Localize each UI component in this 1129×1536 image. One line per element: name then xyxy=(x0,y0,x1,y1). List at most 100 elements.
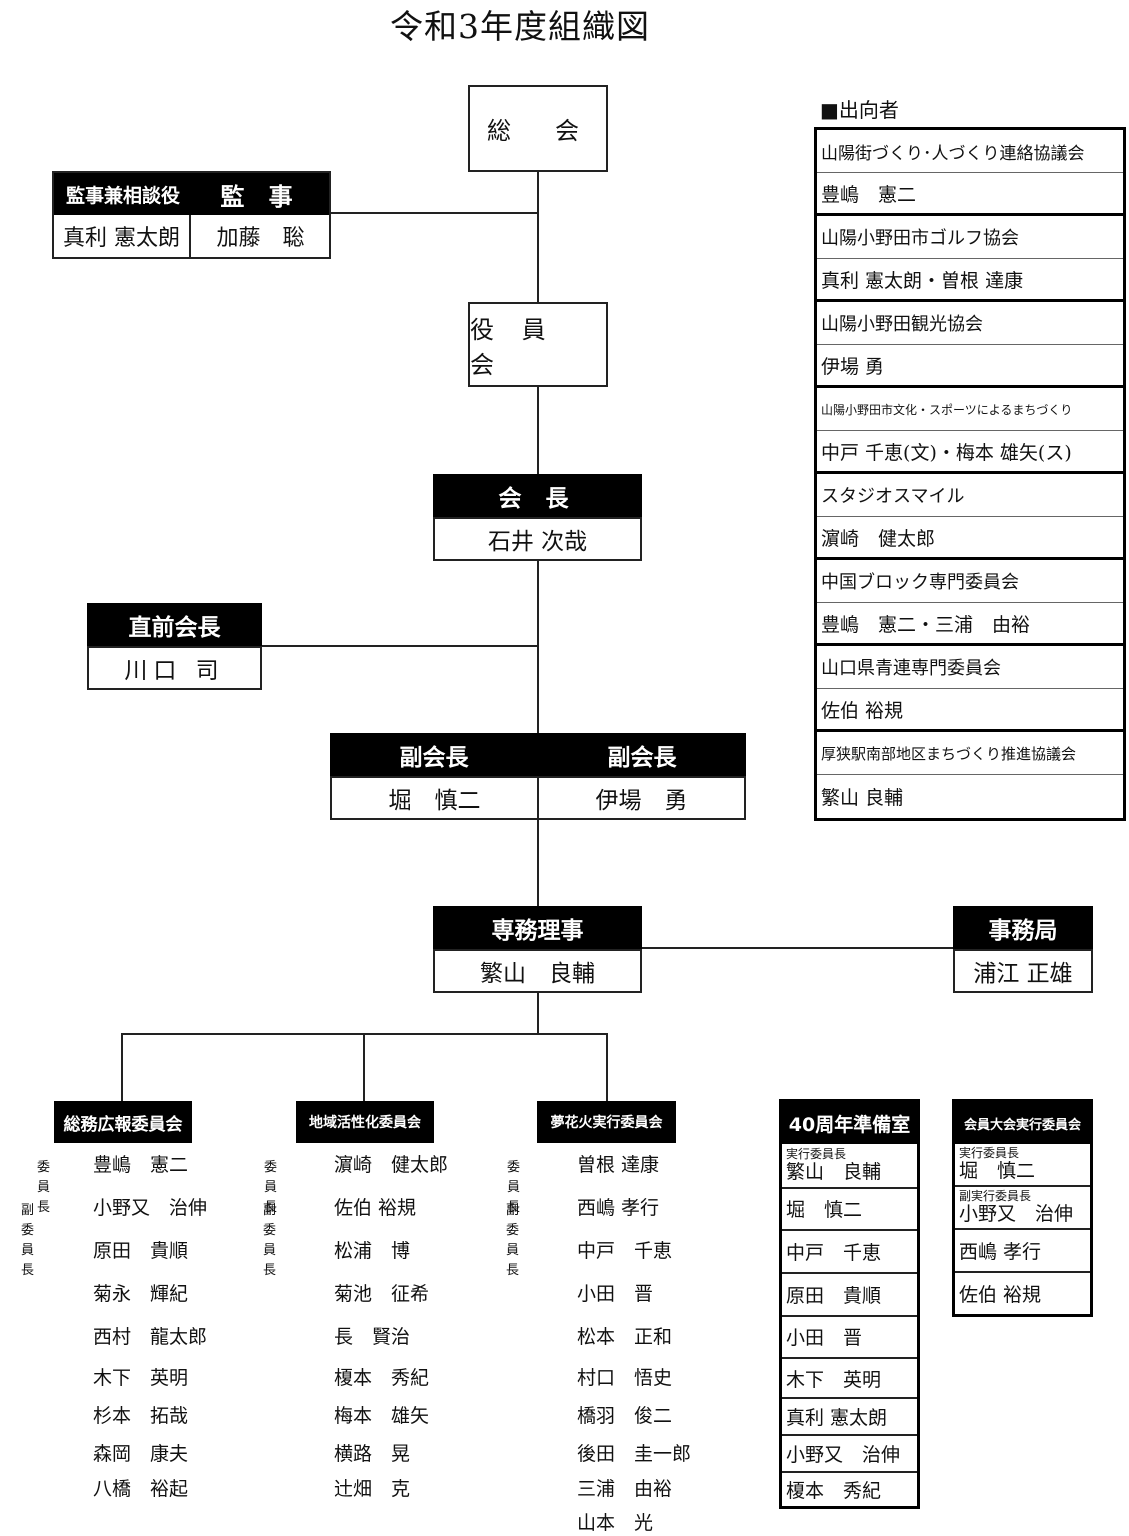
member-name: 山本 光 xyxy=(577,1512,654,1534)
member-name: 後田 圭一郎 xyxy=(577,1443,692,1465)
executive-director-name: 繁山 良輔 xyxy=(433,949,642,993)
dispatch-table: 山陽街づくり･人づくり連絡協議会 豊嶋 憲二 山陽小野田市ゴルフ協会 真利 憲太… xyxy=(814,127,1126,821)
dispatch-org: 山口県青連専門委員会 xyxy=(817,646,1123,689)
chair-name: 豊嶋 憲二 xyxy=(93,1154,189,1176)
member-name: 菊池 征希 xyxy=(334,1283,430,1305)
member-name: 木下 英明 xyxy=(93,1367,189,1389)
connector-line xyxy=(121,1033,123,1101)
member-name: 八橋 裕起 xyxy=(93,1478,189,1500)
vice-president-label: 副会長 xyxy=(330,733,538,776)
dispatch-org: スタジオスマイル xyxy=(817,474,1123,517)
connector-line xyxy=(330,212,538,214)
connector-line xyxy=(537,560,539,734)
past-president-label: 直前会長 xyxy=(87,603,262,646)
dispatch-org: 厚狭駅南部地区まちづくり推進協議会 xyxy=(817,732,1123,775)
vice-role: 副実行委員長 xyxy=(959,1189,1032,1203)
convention-chair-cell: 実行委員長 堀 慎二 xyxy=(955,1144,1090,1187)
dispatch-names: 佐伯 裕規 xyxy=(817,689,1123,732)
anniversary-box: 40周年準備室 実行委員長 繁山 良輔 堀 慎二 中戸 千恵 原田 貴順 小田 … xyxy=(779,1099,920,1509)
connector-line xyxy=(537,818,539,906)
chair-role: 実行委員長 xyxy=(959,1146,1020,1160)
secretariat-name: 浦江 正雄 xyxy=(953,949,1093,993)
chair-name: 曽根 達康 xyxy=(577,1154,660,1176)
member-name: 橋羽 俊二 xyxy=(577,1405,673,1427)
member-name: 佐伯 裕規 xyxy=(959,1284,1042,1306)
auditor-name: 加藤 聡 xyxy=(216,226,305,251)
dispatch-names: 濵崎 健太郎 xyxy=(817,517,1123,560)
member-name: 長 賢治 xyxy=(334,1326,411,1348)
member-name: 松本 正和 xyxy=(577,1326,673,1348)
member-name: 西嶋 孝行 xyxy=(955,1230,1090,1273)
anniversary-header: 40周年準備室 xyxy=(782,1102,917,1144)
vice-president-name: 堀 慎二 xyxy=(330,776,539,820)
member-name: 辻畑 克 xyxy=(334,1478,411,1500)
member-name: 森岡 康夫 xyxy=(93,1443,189,1465)
committee-header: 夢花火実行委員会 xyxy=(537,1101,676,1143)
convention-box: 会員大会実行委員会 実行委員長 堀 慎二 副実行委員長 小野又 治伸 西嶋 孝行… xyxy=(952,1099,1093,1317)
vice-name: 小野又 治伸 xyxy=(959,1203,1074,1225)
connector-line xyxy=(537,386,539,474)
vice-president-name: 伊場 勇 xyxy=(537,776,746,820)
chair-role: 委員長 xyxy=(507,1160,521,1215)
chair-name: 繁山 良輔 xyxy=(786,1160,882,1183)
member-name: 西村 龍太郎 xyxy=(93,1326,208,1348)
vice-president-label: 副会長 xyxy=(538,733,746,776)
dispatch-org: 山陽小野田観光協会 xyxy=(817,302,1123,345)
dispatch-names: 豊嶋 憲二 xyxy=(817,173,1123,216)
dispatch-org: 山陽小野田市文化・スポーツによるまちづくり xyxy=(817,388,1123,431)
dispatch-names: 繁山 良輔 xyxy=(821,787,904,809)
board-box: 役 員 会 xyxy=(468,302,608,387)
general-assembly-box: 総 会 xyxy=(468,85,608,172)
member-name: 榎本 秀紀 xyxy=(334,1367,430,1389)
member-name: 原田 貴順 xyxy=(93,1240,189,1262)
chair-role: 委員長 xyxy=(37,1160,51,1215)
dispatch-heading: ■出向者 xyxy=(820,98,899,122)
member-name: 小野又 治伸 xyxy=(782,1436,917,1474)
chair-name: 濵崎 健太郎 xyxy=(334,1154,449,1176)
member-name: 中戸 千恵 xyxy=(782,1231,917,1274)
dispatch-names: 真利 憲太朗・曽根 達康 xyxy=(817,259,1123,302)
member-name: 小田 晋 xyxy=(782,1317,917,1360)
vice-name: 西嶋 孝行 xyxy=(577,1197,660,1219)
vice-role: 副委員長 xyxy=(21,1203,35,1278)
connector-line xyxy=(363,1033,365,1101)
dispatch-names: 伊場 勇 xyxy=(817,345,1123,388)
member-name: 菊永 輝紀 xyxy=(93,1283,189,1305)
connector-line xyxy=(262,645,538,647)
member-name: 横路 晃 xyxy=(334,1443,411,1465)
page-title: 令和3年度組織図 xyxy=(390,7,650,46)
chair-role: 実行委員長 xyxy=(786,1146,847,1161)
convention-vice-cell: 副実行委員長 小野又 治伸 xyxy=(955,1187,1090,1230)
anniversary-chair-cell: 実行委員長 繁山 良輔 xyxy=(782,1144,917,1189)
chair-name: 堀 慎二 xyxy=(959,1160,1036,1182)
vice-name: 佐伯 裕規 xyxy=(334,1197,417,1219)
advisor-name: 真利 憲太朗 xyxy=(54,215,191,257)
committee-header: 地域活性化委員会 xyxy=(296,1101,434,1143)
dispatch-org: 山陽街づくり･人づくり連絡協議会 xyxy=(817,130,1123,173)
member-name: 堀 慎二 xyxy=(782,1189,917,1232)
vice-role: 副委員長 xyxy=(506,1203,520,1278)
member-name: 原田 貴順 xyxy=(782,1274,917,1317)
dispatch-org: 山陽小野田市ゴルフ協会 xyxy=(817,216,1123,259)
dispatch-names: 中戸 千恵(文)・梅本 雄矢(ス) xyxy=(817,431,1123,474)
vice-role: 副委員長 xyxy=(263,1203,277,1278)
connector-line xyxy=(537,172,539,302)
president-name: 石井 次哉 xyxy=(433,517,642,561)
auditor-box: 監事兼相談役 監 事 真利 憲太朗 加藤 聡 xyxy=(52,171,331,259)
auditor-label: 監 事 xyxy=(192,173,329,215)
president-label: 会 長 xyxy=(433,474,642,517)
member-name: 松浦 博 xyxy=(334,1240,411,1262)
committee-header: 総務広報委員会 xyxy=(54,1101,192,1143)
vice-name: 小野又 治伸 xyxy=(93,1197,208,1219)
chair-role: 委員長 xyxy=(264,1160,278,1215)
secretariat-label: 事務局 xyxy=(953,906,1093,949)
convention-header: 会員大会実行委員会 xyxy=(955,1102,1090,1144)
member-name: 中戸 千恵 xyxy=(577,1240,673,1262)
member-name: 木下 英明 xyxy=(782,1359,917,1399)
member-name: 村口 悟史 xyxy=(577,1367,673,1389)
member-name: 真利 憲太朗 xyxy=(782,1399,917,1436)
dispatch-org: 中国ブロック専門委員会 xyxy=(817,560,1123,603)
advisor-label: 監事兼相談役 xyxy=(54,173,192,215)
member-name: 三浦 由裕 xyxy=(577,1478,673,1500)
connector-line xyxy=(641,947,954,949)
